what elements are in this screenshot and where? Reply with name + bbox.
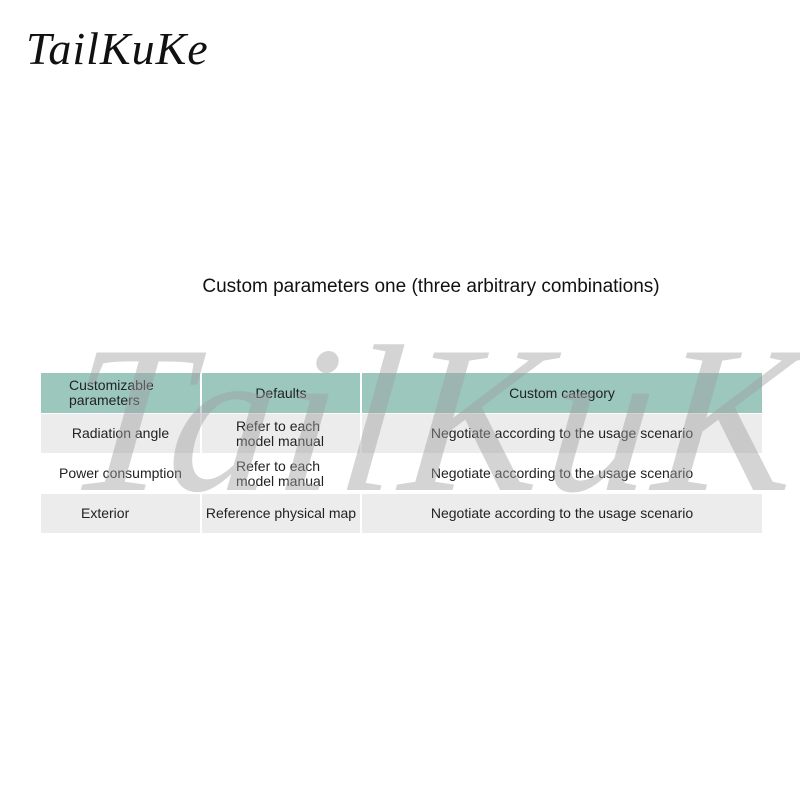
brand-logo: TailKuKe [26,23,209,74]
cell-custom: Negotiate according to the usage scenari… [361,453,762,494]
cell-custom: Negotiate according to the usage scenari… [361,493,762,534]
cell-default: Refer to each model manual [201,453,362,494]
cell-custom: Negotiate according to the usage scenari… [361,413,762,454]
cell-parameter: Radiation angle [41,413,202,454]
parameters-table: Customizable parameters Defaults Custom … [41,373,762,534]
page-title: Custom parameters one (three arbitrary c… [202,276,660,297]
cell-parameter: Exterior [41,493,202,534]
cell-default: Reference physical map [201,493,362,534]
table-row: Exterior Reference physical map Negotiat… [41,493,762,534]
column-header-custom: Custom category [361,373,762,414]
column-header-parameter: Customizable parameters [41,373,202,414]
table-row: Power consumption Refer to each model ma… [41,453,762,494]
column-header-defaults: Defaults [201,373,362,414]
cell-default: Refer to each model manual [201,413,362,454]
table-row: Radiation angle Refer to each model manu… [41,413,762,454]
cell-parameter: Power consumption [41,453,202,494]
table-header-row: Customizable parameters Defaults Custom … [41,373,762,414]
